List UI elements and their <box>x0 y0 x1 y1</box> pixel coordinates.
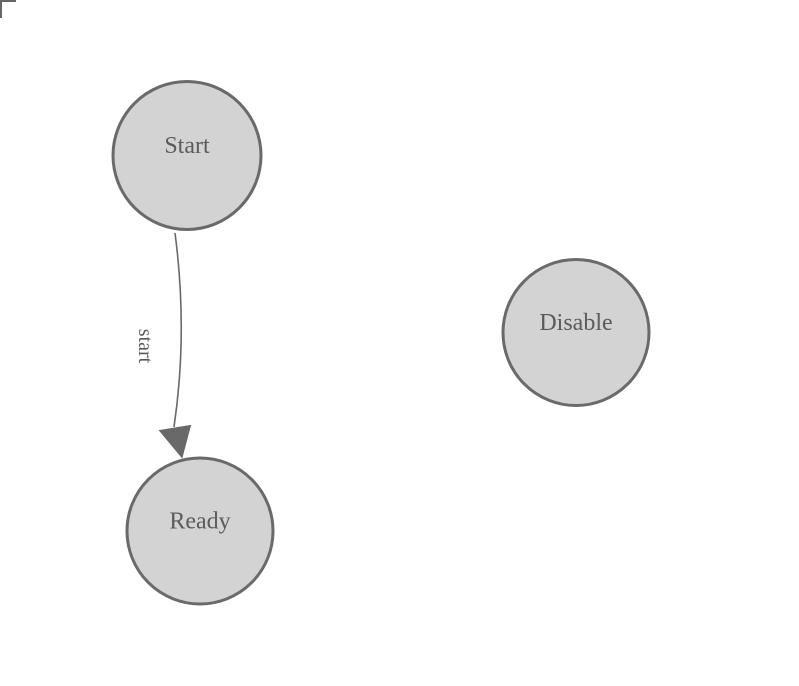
node-start: Start <box>111 80 263 231</box>
node-disable-circle[interactable] <box>501 258 651 407</box>
canvas-corner-mark <box>0 0 16 18</box>
node-ready: Ready <box>125 456 275 606</box>
edge-start-ready: start <box>134 232 192 459</box>
edge-arrowhead <box>158 424 192 459</box>
node-start-circle[interactable] <box>111 80 263 231</box>
node-disable: Disable <box>501 258 651 407</box>
edge-start-ready-path[interactable] <box>173 232 183 428</box>
node-ready-circle[interactable] <box>125 456 275 606</box>
edge-label: start <box>134 329 156 364</box>
